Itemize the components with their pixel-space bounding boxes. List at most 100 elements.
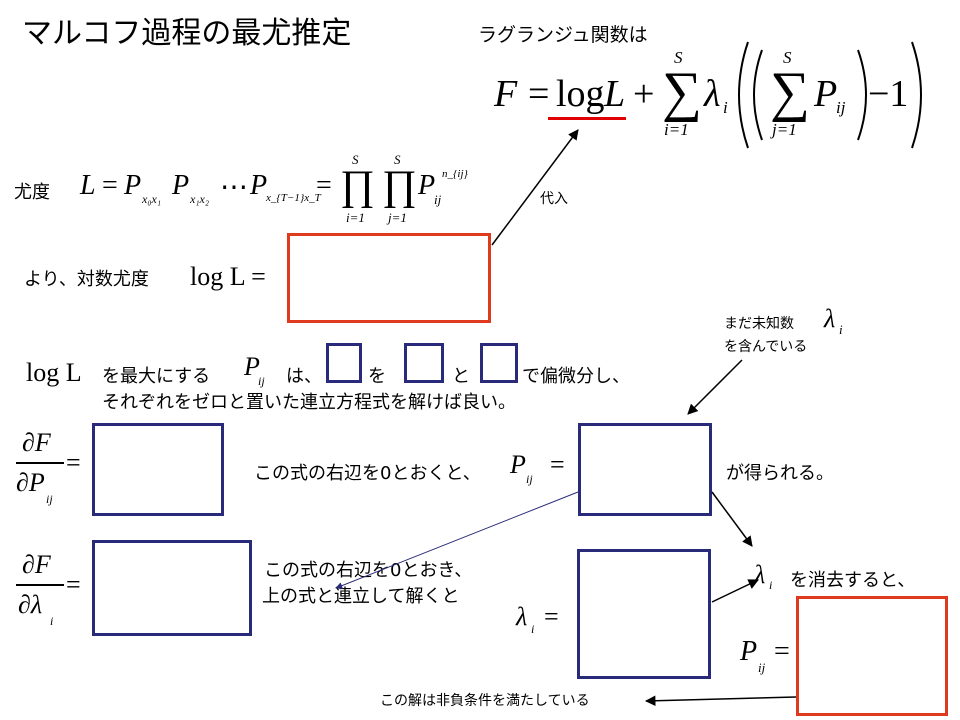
blank-box-a[interactable] <box>326 343 362 383</box>
row1-tail: が得られる。 <box>726 463 834 484</box>
paren-inner-right <box>857 49 867 141</box>
deriv1-eq: = <box>66 448 81 477</box>
blank-box-c[interactable] <box>480 343 518 383</box>
lagrange-log: log <box>556 73 605 115</box>
row1-text: この式の右辺を0とおくと、 <box>254 463 481 484</box>
maximize-text4: と <box>452 366 470 387</box>
row1-eq: = <box>550 450 565 479</box>
lambda-eq-symbol: λ <box>516 602 528 631</box>
lagrange-minus-one: −1 <box>868 73 909 115</box>
footer-note: この解は非負条件を満たしている <box>380 693 590 709</box>
lagrange-sum1-top: S <box>674 48 683 67</box>
lagrange-P: P <box>814 73 838 115</box>
arrow-pij-to-eliminate <box>711 491 753 547</box>
substitute-label: 代入 <box>540 191 568 207</box>
final-eq: = <box>774 636 790 667</box>
deriv1-den: ∂P <box>16 468 45 497</box>
deriv1-answer-box[interactable] <box>92 423 224 516</box>
note-lambda-line2: を含んでいる <box>724 339 808 355</box>
likelihood-L: L <box>80 170 96 201</box>
final-P-sub: ij <box>758 660 766 675</box>
likelihood-eq: = <box>102 170 118 201</box>
lagrange-sum1: ∑ <box>662 61 702 123</box>
likelihood-Pij: P <box>418 170 436 201</box>
loglik-expr: log L = <box>190 262 266 291</box>
lagrange-sum2-top: S <box>783 48 792 67</box>
pij-lambda-box[interactable] <box>578 423 712 516</box>
final-P: P <box>740 636 758 667</box>
maximize-line2: それぞれをゼロと置いた連立方程式を解けば良い。 <box>102 392 516 413</box>
paren-inner-left <box>753 49 763 141</box>
lambda-answer-box[interactable] <box>577 549 711 679</box>
row1-P: P <box>510 450 526 479</box>
loglik-label: より、対数尤度 <box>24 269 149 290</box>
maximize-text2: は、 <box>286 366 322 387</box>
note-lambda-symbol: λ <box>824 304 836 333</box>
eliminate-lambda-sub: i <box>769 578 773 592</box>
likelihood-P1: P <box>124 170 142 201</box>
logL-underline <box>548 117 626 120</box>
maximize-logL: log L <box>26 358 82 387</box>
deriv2-den-sub: i <box>50 614 54 628</box>
deriv2-num: ∂F <box>22 550 51 579</box>
deriv1-num: ∂F <box>22 428 51 457</box>
lagrange-sum1-bottom: i=1 <box>664 120 689 139</box>
lagrange-F: F <box>494 73 518 115</box>
likelihood-P3: P <box>250 170 268 201</box>
final-answer-box[interactable] <box>796 596 948 716</box>
page-title: マルコフ過程の最尤推定 <box>22 16 352 51</box>
likelihood-label: 尤度 <box>14 182 50 203</box>
maximize-text5: で偏微分し、 <box>522 366 630 387</box>
row1-P-sub: ij <box>526 472 533 486</box>
lagrange-sum2: ∑ <box>770 61 810 123</box>
arrow-pij-to-row2 <box>335 491 579 589</box>
arrow-note-lambda <box>687 359 743 415</box>
note-lambda-line1: まだ未知数 <box>724 316 794 332</box>
lagrange-heading: ラグランジュ関数は <box>478 24 648 46</box>
eliminate-lambda: λ <box>754 560 766 589</box>
prod2-top: S <box>394 152 401 167</box>
likelihood-P2-sub: x₁x₂ <box>190 192 209 206</box>
maximize-text1: を最大にする <box>102 366 211 387</box>
lagrange-P-sub: ij <box>836 98 846 117</box>
prod2-bottom: j=1 <box>388 210 407 225</box>
arrow-footer <box>644 695 797 706</box>
likelihood-P1-sub: x₀x₁ <box>142 192 161 206</box>
paren-outer-left <box>738 41 749 149</box>
lambda-eq-eq: = <box>544 602 559 631</box>
lagrange-sum2-bottom: j=1 <box>772 120 797 139</box>
arrow-substitute <box>491 129 579 246</box>
lagrange-lambda-sub: i <box>723 98 728 117</box>
row2-text-line1: この式の右辺を0とおき、 <box>264 560 473 581</box>
paren-outer-right <box>911 41 922 149</box>
lagrange-lambda: λ <box>704 73 721 115</box>
row2-text-line2: 上の式と連立して解くと <box>262 586 460 607</box>
prod2: ∏ <box>382 163 417 209</box>
prod1: ∏ <box>340 163 375 209</box>
deriv2-bar <box>16 584 64 586</box>
deriv1-den-sub: ij <box>46 492 53 506</box>
prod1-bottom: i=1 <box>346 210 365 225</box>
likelihood-eq2: = <box>316 170 332 201</box>
eliminate-text: を消去すると、 <box>790 570 916 591</box>
maximize-P-sub: ij <box>258 374 265 388</box>
deriv2-answer-box[interactable] <box>92 540 252 636</box>
maximize-P: P <box>244 352 260 381</box>
lambda-eq-sub: i <box>531 622 535 636</box>
loglik-answer-box[interactable] <box>287 233 491 323</box>
likelihood-dots: ⋯ <box>220 172 248 203</box>
likelihood-P3-sub: x_{T−1}x_T <box>266 192 321 204</box>
likelihood-P2: P <box>172 170 190 201</box>
likelihood-Pij-sub: ij <box>434 192 442 207</box>
prod1-top: S <box>352 152 359 167</box>
deriv2-den: ∂λ <box>18 590 43 619</box>
note-lambda-sub: i <box>839 322 843 337</box>
maximize-text3: を <box>368 366 386 387</box>
lagrange-eq: = <box>528 73 550 115</box>
lagrange-plus: + <box>633 73 655 115</box>
blank-box-b[interactable] <box>404 343 444 383</box>
deriv2-eq: = <box>66 570 81 599</box>
lagrange-L: L <box>604 73 626 115</box>
deriv1-bar <box>16 462 64 464</box>
